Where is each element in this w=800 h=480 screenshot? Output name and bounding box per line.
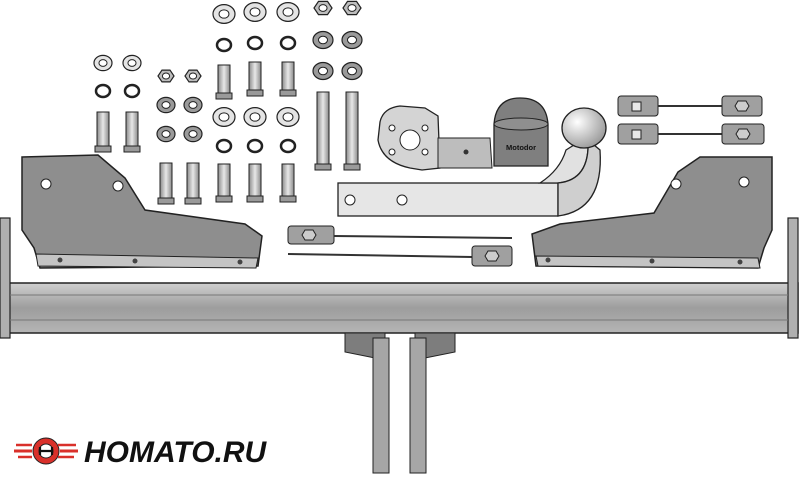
bolt [217, 64, 231, 94]
bolt [159, 162, 173, 199]
receiver-plates [344, 332, 456, 474]
spring-washer [246, 35, 264, 51]
bolt [316, 91, 330, 165]
socket-cap-label: Motodor [506, 143, 536, 152]
bolt [96, 111, 110, 147]
logo-text: HOMATO.RU [84, 436, 268, 469]
bolt [125, 111, 139, 147]
spring-washer [94, 83, 112, 99]
bolt [217, 163, 231, 197]
bolt [345, 91, 359, 165]
tow-ball-cap: Motodor [493, 97, 549, 167]
spring-washer [279, 35, 297, 51]
mounting-hardware [93, 0, 363, 205]
bolt [186, 162, 200, 199]
left-side-bracket [21, 154, 263, 269]
spring-washer [123, 83, 141, 99]
bolt [281, 163, 295, 197]
tie-rod-right-upper [617, 95, 763, 117]
bolt [281, 61, 295, 91]
tie-rod-upper [287, 225, 513, 245]
bolt [248, 61, 262, 91]
spring-washer [215, 138, 233, 154]
main-crossbeam [0, 217, 799, 339]
spring-washer [246, 138, 264, 154]
homato-logo: HOMATO.RU [14, 436, 268, 469]
tie-rod-right-lower [617, 123, 765, 145]
spring-washer [215, 37, 233, 53]
socket-bracket [377, 105, 493, 171]
tow-ball-arm [337, 107, 607, 217]
right-side-bracket [531, 156, 773, 269]
tie-rod-lower [287, 245, 513, 267]
bolt [248, 163, 262, 197]
spring-washer [279, 138, 297, 154]
car-wheel-logo-icon [14, 437, 78, 465]
